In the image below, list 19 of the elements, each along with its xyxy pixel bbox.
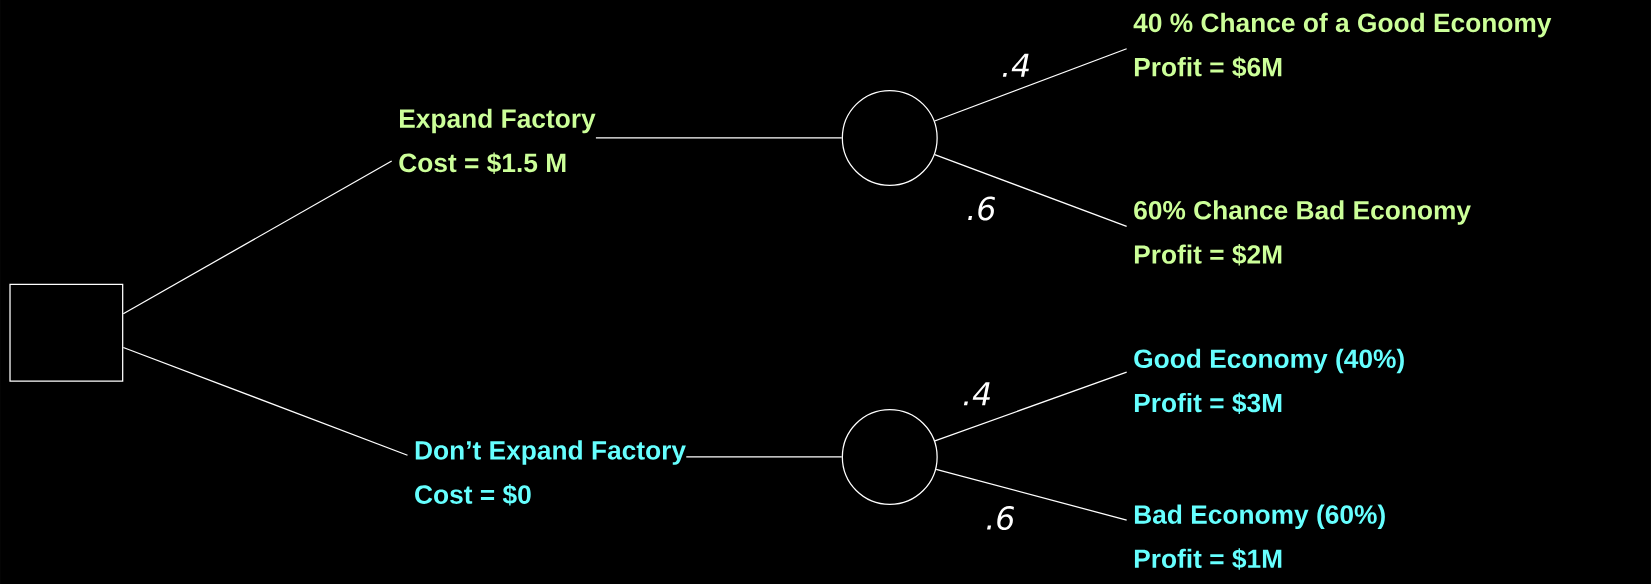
branch-line	[685, 456, 843, 458]
option-label: 60% Chance Bad Economy Profit = $2M	[1134, 200, 1471, 266]
chance-circle	[841, 408, 938, 505]
branch-line	[122, 346, 409, 456]
branch-line	[595, 137, 843, 139]
branch-line	[934, 47, 1128, 122]
branch-line	[934, 153, 1128, 227]
option-label: 40 % Chance of a Good Economy Profit = $6M	[1133, 12, 1552, 78]
option-label: Bad Economy (60%) Profit = $1M	[1134, 504, 1385, 570]
branch-line	[935, 468, 1128, 521]
branch-line	[934, 371, 1128, 442]
chance-circle	[841, 89, 938, 186]
branch-line	[122, 160, 393, 315]
probability-label: .6	[983, 503, 1018, 532]
option-label: Don’t Expand Factory Cost = $0	[415, 440, 686, 506]
probability-label: .6	[964, 194, 999, 223]
decision-square	[9, 283, 124, 382]
option-label: Good Economy (40%) Profit = $3M	[1134, 348, 1404, 414]
option-label: Expand Factory Cost = $1.5 M	[399, 108, 596, 174]
